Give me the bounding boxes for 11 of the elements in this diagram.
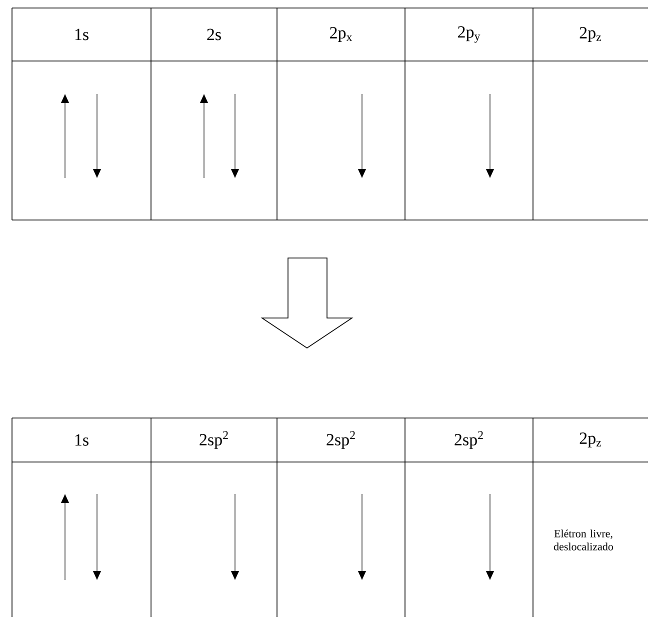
column-header: 2sp$^{2}$ <box>326 431 355 449</box>
column-header: 1s <box>75 434 88 446</box>
column-header: 2p$_{y}$ <box>458 26 480 43</box>
column-header: 2s <box>207 28 221 40</box>
column-header: 2p$_{x}$ <box>330 27 352 42</box>
column-header: 2sp$^{2}$ <box>454 431 483 449</box>
column-header: 2p$_{z}$ <box>580 432 602 448</box>
note-text: Elétron livre, deslocalizado <box>554 530 614 550</box>
column-header: 2p$_{z}$ <box>580 27 602 42</box>
column-header: 1s <box>75 28 88 40</box>
column-header: 2sp$^{2}$ <box>200 431 228 449</box>
